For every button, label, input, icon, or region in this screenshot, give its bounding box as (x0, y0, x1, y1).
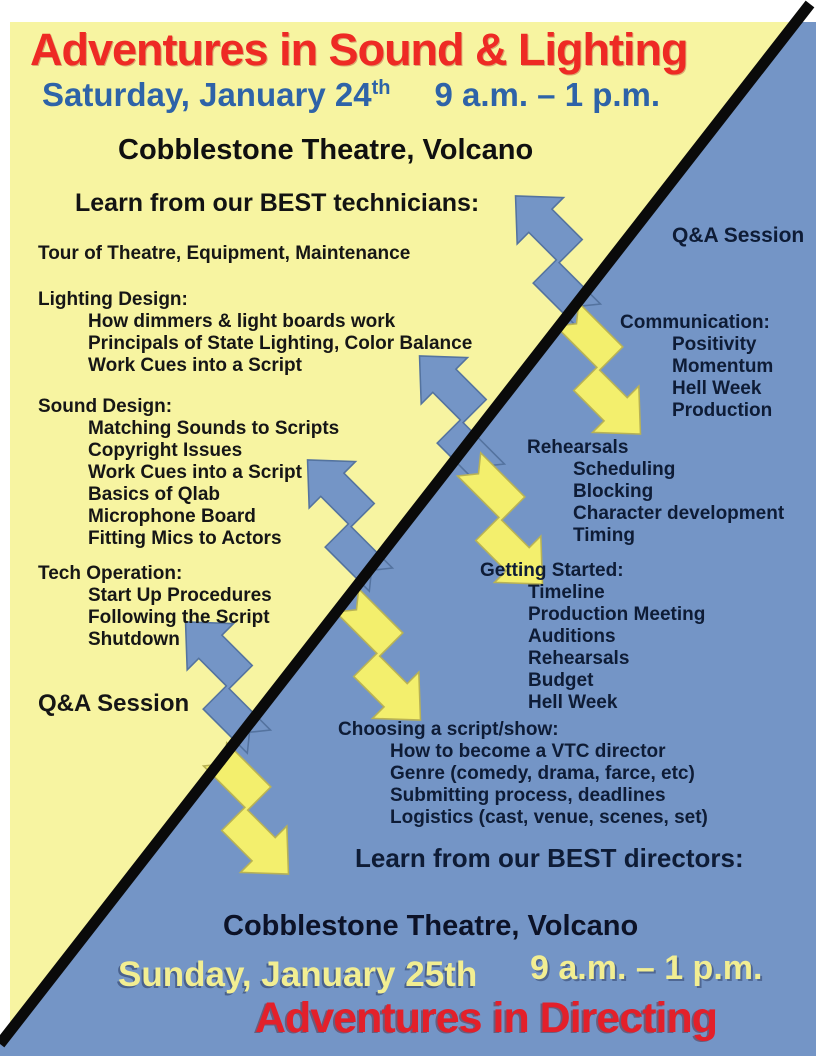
yellow-down-right-arrow-icon (553, 301, 642, 435)
list-item: How dimmers & light boards work (88, 311, 396, 332)
section-lighting-design: Lighting Design: How dimmers & light boa… (38, 289, 472, 377)
list-item: Production (672, 400, 773, 421)
list-item: Momentum (672, 356, 774, 377)
section-sound-design: Sound Design: Matching Sounds to Scripts… (38, 396, 339, 550)
section-heading: Sound Design: (38, 396, 173, 417)
section-choosing-script: Choosing a script/show: How to become a … (338, 719, 708, 829)
event2-date: Sunday, January 25th (118, 955, 478, 994)
section-getting-started: Getting Started: Timeline Production Mee… (480, 560, 705, 714)
yellow-down-right-arrow-icon (333, 587, 422, 721)
section-tour: Tour of Theatre, Equipment, Maintenance (38, 243, 410, 265)
list-item: Genre (comedy, drama, farce, etc) (390, 763, 695, 784)
list-item: Hell Week (528, 692, 618, 713)
list-item: Hell Week (672, 378, 762, 399)
list-item: Microphone Board (88, 506, 256, 527)
section-heading: Choosing a script/show: (338, 719, 559, 740)
event1-tagline: Learn from our BEST technicians: (75, 189, 480, 217)
list-item: Timeline (528, 582, 605, 603)
list-item: Timing (573, 525, 635, 546)
list-item: Production Meeting (528, 604, 706, 625)
list-item: Shutdown (88, 629, 180, 650)
list-item: Submitting process, deadlines (390, 785, 666, 806)
section-tech-operation: Tech Operation: Start Up Procedures Foll… (38, 563, 272, 651)
list-item: Blocking (573, 481, 654, 502)
section-heading: Rehearsals (527, 437, 629, 458)
section-communication: Communication: Positivity Momentum Hell … (620, 312, 773, 422)
qa-session-right: Q&A Session (672, 224, 805, 247)
list-item: Auditions (528, 626, 616, 647)
list-item: Basics of Qlab (88, 484, 220, 505)
list-item: Character development (573, 503, 785, 524)
list-item: Start Up Procedures (88, 585, 272, 606)
qa-session-left: Q&A Session (38, 690, 190, 717)
event1-title: Adventures in Sound & Lighting (30, 24, 688, 75)
event1-dateline: Saturday, January 24th 9 a.m. – 1 p.m. (42, 76, 660, 114)
yellow-down-right-arrow-icon (455, 451, 544, 585)
list-item: Principals of State Lighting, Color Bala… (88, 333, 473, 354)
section-heading: Communication: (620, 312, 770, 333)
section-heading: Tour of Theatre, Equipment, Maintenance (38, 243, 411, 264)
event2-venue: Cobblestone Theatre, Volcano (223, 910, 639, 942)
event2-title: Adventures in Directing (255, 994, 718, 1042)
event2-tagline: Learn from our BEST directors: (355, 843, 744, 873)
list-item: How to become a VTC director (390, 741, 666, 762)
section-heading: Getting Started: (480, 560, 624, 581)
list-item: Budget (528, 670, 594, 691)
event1-date-suffix: th (371, 77, 391, 99)
event1-date: Saturday, January 24 (42, 76, 372, 113)
list-item: Copyright Issues (88, 440, 243, 461)
list-item: Matching Sounds to Scripts (88, 418, 340, 439)
section-rehearsals: Rehearsals Scheduling Blocking Character… (527, 437, 784, 547)
section-heading: Tech Operation: (38, 563, 183, 584)
list-item: Scheduling (573, 459, 676, 480)
list-item: Logistics (cast, venue, scenes, set) (390, 807, 708, 828)
top-margin (0, 0, 816, 22)
left-margin (0, 22, 10, 1035)
list-item: Fitting Mics to Actors (88, 528, 282, 549)
list-item: Work Cues into a Script (88, 462, 302, 483)
section-heading: Lighting Design: (38, 289, 188, 310)
list-item: Following the Script (88, 607, 270, 628)
event1-time: 9 a.m. – 1 p.m. (434, 76, 661, 113)
list-item: Rehearsals (528, 648, 630, 669)
event2-time: 9 a.m. – 1 p.m. (530, 949, 763, 987)
list-item: Work Cues into a Script (88, 355, 302, 376)
event1-venue: Cobblestone Theatre, Volcano (118, 134, 534, 166)
list-item: Positivity (672, 334, 757, 355)
